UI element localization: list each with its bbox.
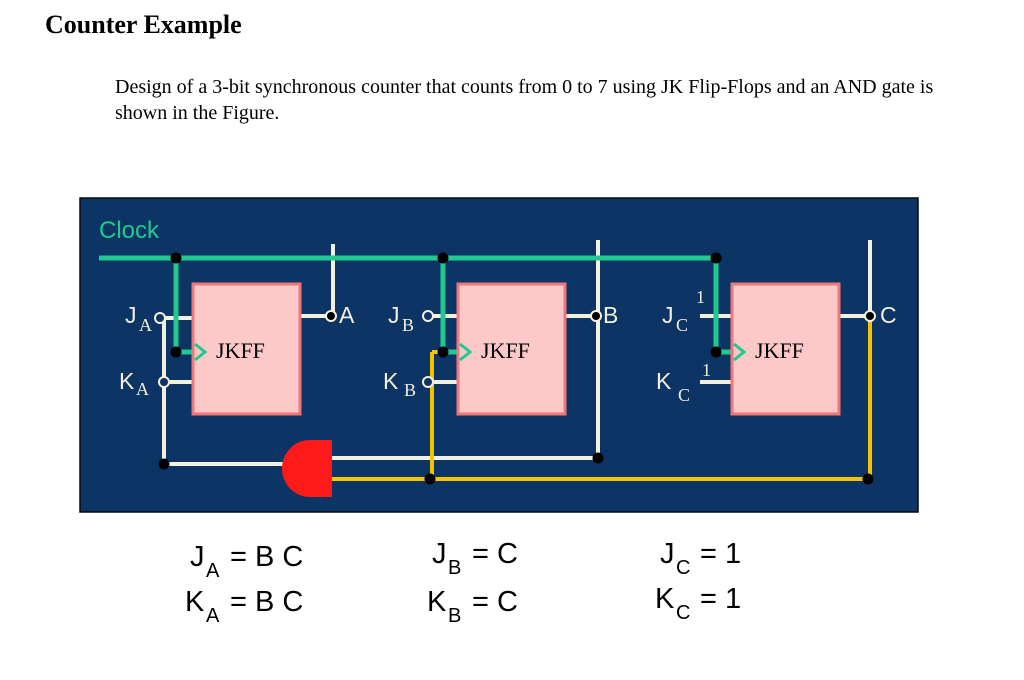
clock-wires [99, 255, 732, 355]
output-c-label: C [880, 302, 897, 328]
ja-main: J [125, 302, 137, 328]
flipflop-a [191, 282, 302, 416]
jc-const: 1 [696, 287, 705, 307]
eq-ja-rhs: = B C [230, 541, 303, 573]
eq-ja-main: J [190, 541, 205, 573]
eq-kb-sub: B [448, 605, 461, 627]
eq-kc-main: K [655, 583, 675, 615]
flipflop-a-label: JKFF [216, 338, 265, 363]
kb-main: K [383, 368, 399, 394]
flipflop-c-label: JKFF [755, 338, 804, 363]
equations: J A = B C K A = B C J B = C K B = C J C … [185, 538, 741, 627]
ja-sub: A [139, 315, 152, 335]
eq-ka-main: K [185, 586, 205, 618]
kc-const: 1 [702, 360, 711, 380]
eq-jc-rhs: = 1 [700, 538, 741, 570]
eq-jc-sub: C [676, 557, 690, 579]
ka-sub: A [136, 379, 149, 399]
port-labels: J A K A A J B K B B J C 1 K C 1 C [119, 287, 897, 405]
eq-jc-main: J [660, 538, 675, 570]
flipflop-b [456, 282, 567, 416]
jb-sub: B [402, 315, 414, 335]
eq-ka-rhs: = B C [230, 586, 303, 618]
port-dots [154, 310, 434, 388]
clock-input-markers [194, 342, 747, 362]
eq-ja-sub: A [206, 560, 220, 582]
and-gate [282, 440, 332, 497]
jc-sub: C [676, 315, 688, 335]
output-dots [325, 310, 876, 322]
jb-main: J [388, 302, 400, 328]
kc-sub: C [678, 385, 690, 405]
eq-jb-main: J [432, 538, 447, 570]
eq-kb-rhs: = C [472, 586, 518, 618]
description-text: Design of a 3-bit synchronous counter th… [115, 76, 934, 124]
output-b-label: B [603, 302, 618, 328]
kb-sub: B [404, 380, 416, 400]
eq-jb-rhs: = C [472, 538, 518, 570]
eq-jb-sub: B [448, 557, 461, 579]
clock-label: Clock [99, 217, 160, 244]
eq-kc-sub: C [676, 602, 690, 624]
page-title: Counter Example [45, 10, 242, 39]
flipflop-c [730, 282, 841, 416]
flipflop-b-label: JKFF [481, 338, 530, 363]
junction-dots [158, 252, 874, 485]
eq-kb-main: K [427, 586, 447, 618]
eq-ka-sub: A [206, 605, 220, 627]
ka-main: K [119, 368, 135, 394]
output-a-label: A [339, 302, 355, 328]
eq-kc-rhs: = 1 [700, 583, 741, 615]
kc-main: K [656, 368, 672, 394]
jc-main: J [662, 302, 674, 328]
